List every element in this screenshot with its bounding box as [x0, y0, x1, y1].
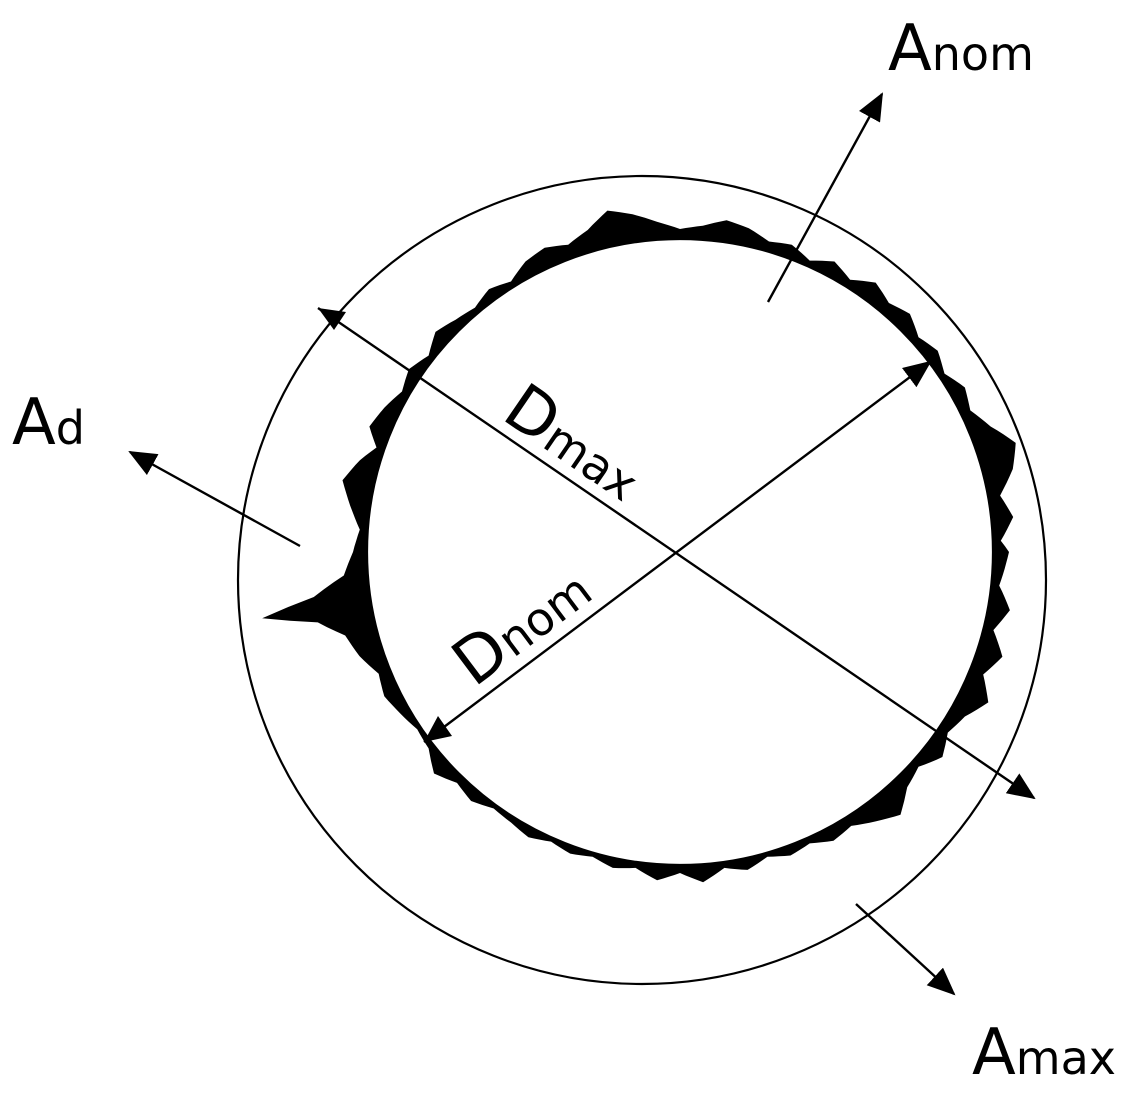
a-max-label-main: A: [972, 1016, 1016, 1090]
a-max-label: Amax: [972, 1016, 1116, 1090]
a-max-arrow: [855, 903, 956, 996]
d-nom-arrowhead-start: [424, 716, 452, 742]
d-max-label: Dmax: [491, 370, 656, 516]
a-d-label-sub: d: [56, 401, 85, 455]
a-nom-arrow: [766, 92, 884, 303]
a-max-label-sub: max: [1016, 1031, 1116, 1085]
a-d-arrow: [128, 450, 301, 548]
irregular-profile: [262, 210, 1016, 883]
d-max-arrowhead-start: [318, 308, 346, 330]
d-nom-arrow: [423, 360, 932, 743]
a-nom-label-main: A: [888, 12, 932, 86]
max-circle: [236, 174, 1048, 986]
a-d-label: Ad: [12, 386, 85, 460]
a-nom-label: Anom: [888, 12, 1034, 86]
a-nom-label-sub: nom: [932, 27, 1034, 81]
a-d-label-main: A: [12, 386, 56, 460]
nominal-circle: [365, 237, 995, 867]
